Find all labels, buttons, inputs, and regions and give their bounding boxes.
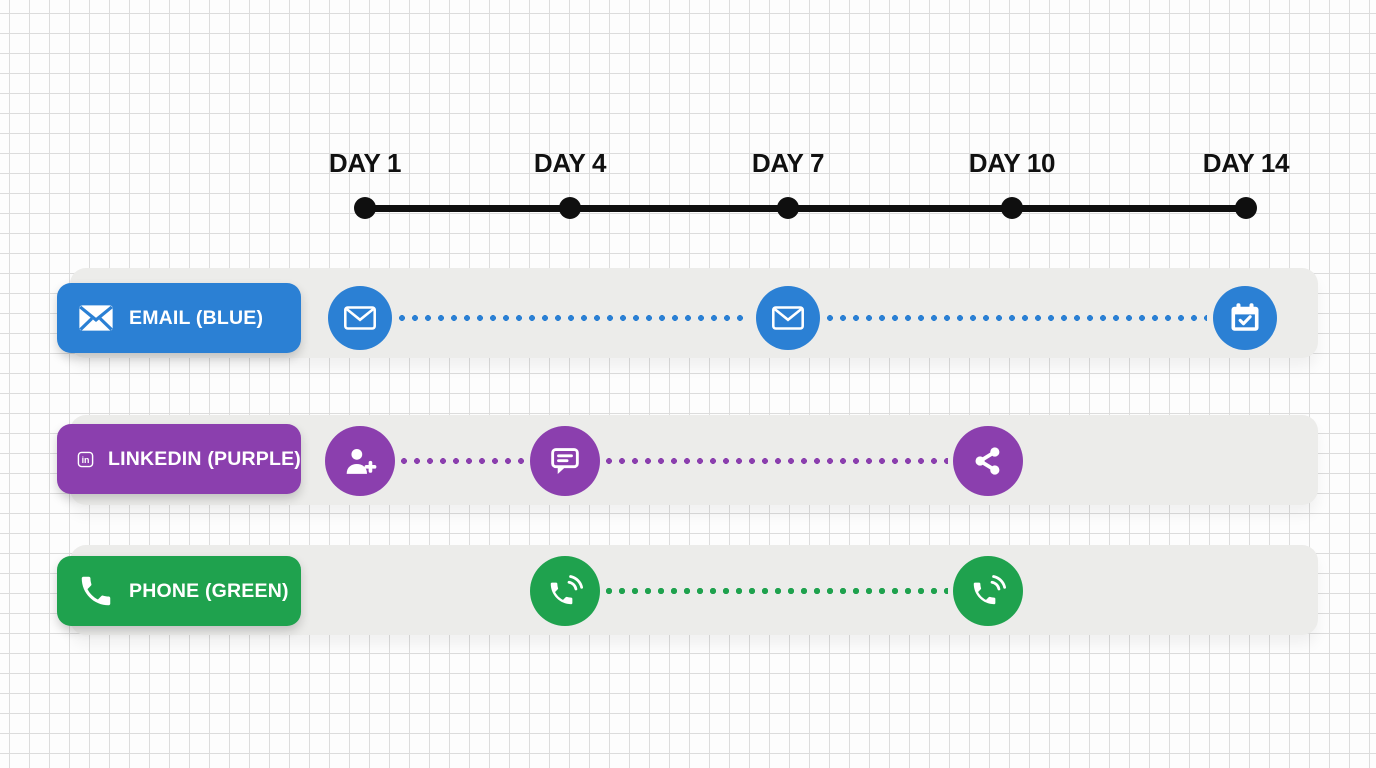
timeline-day-label: DAY 7 [751, 148, 825, 178]
email-row-chip: EMAIL (BLUE) [57, 283, 301, 353]
phone-row-label: PHONE (GREEN) [129, 579, 289, 602]
envelope-icon [344, 306, 376, 330]
timeline-dot-day7 [777, 197, 799, 219]
phone-row-chip: PHONE (GREEN) [57, 556, 301, 626]
linkedin-row-chip: in LINKEDIN (PURPLE) [57, 424, 301, 494]
linkedin-icon: in [77, 451, 94, 467]
timeline-dot-day10 [1001, 197, 1023, 219]
email-row-label: EMAIL (BLUE) [129, 306, 264, 329]
email-connector-day7-day14 [826, 314, 1207, 322]
person-add-icon [346, 448, 377, 474]
svg-text:in: in [82, 454, 90, 464]
email-day1-node [328, 286, 392, 350]
share-icon [975, 447, 1000, 475]
calendar-check-icon [1231, 303, 1259, 331]
phone-day10-node [953, 556, 1023, 626]
phone-day4-node [530, 556, 600, 626]
linkedin-day10-node [953, 426, 1023, 496]
envelope-icon [772, 306, 804, 330]
email-day7-node [756, 286, 820, 350]
timeline-dot-day4 [559, 197, 581, 219]
email-connector-day1-day7 [398, 314, 750, 322]
linkedin-day4-node [530, 426, 600, 496]
phone-connector-day4-day10 [605, 587, 948, 595]
timeline-day-label: DAY 10 [968, 148, 1056, 178]
phone-icon [81, 576, 111, 606]
envelope-icon [79, 305, 113, 331]
linkedin-connector-day4-day10 [605, 457, 948, 465]
linkedin-day1-node [325, 426, 395, 496]
timeline-day-label: DAY 4 [533, 148, 607, 178]
timeline-day-label: DAY 1 [328, 148, 402, 178]
timeline-dot-day1 [354, 197, 376, 219]
linkedin-row-label: LINKEDIN (PURPLE) [108, 447, 301, 470]
chat-bubble-icon [551, 448, 579, 474]
linkedin-connector-day1-day4 [400, 457, 525, 465]
email-day14-node [1213, 286, 1277, 350]
timeline-day-label: DAY 14 [1202, 148, 1290, 178]
phone-ringing-icon [550, 575, 583, 605]
timeline-axis-line [365, 205, 1246, 212]
phone-ringing-icon [973, 575, 1006, 605]
timeline-dot-day14 [1235, 197, 1257, 219]
